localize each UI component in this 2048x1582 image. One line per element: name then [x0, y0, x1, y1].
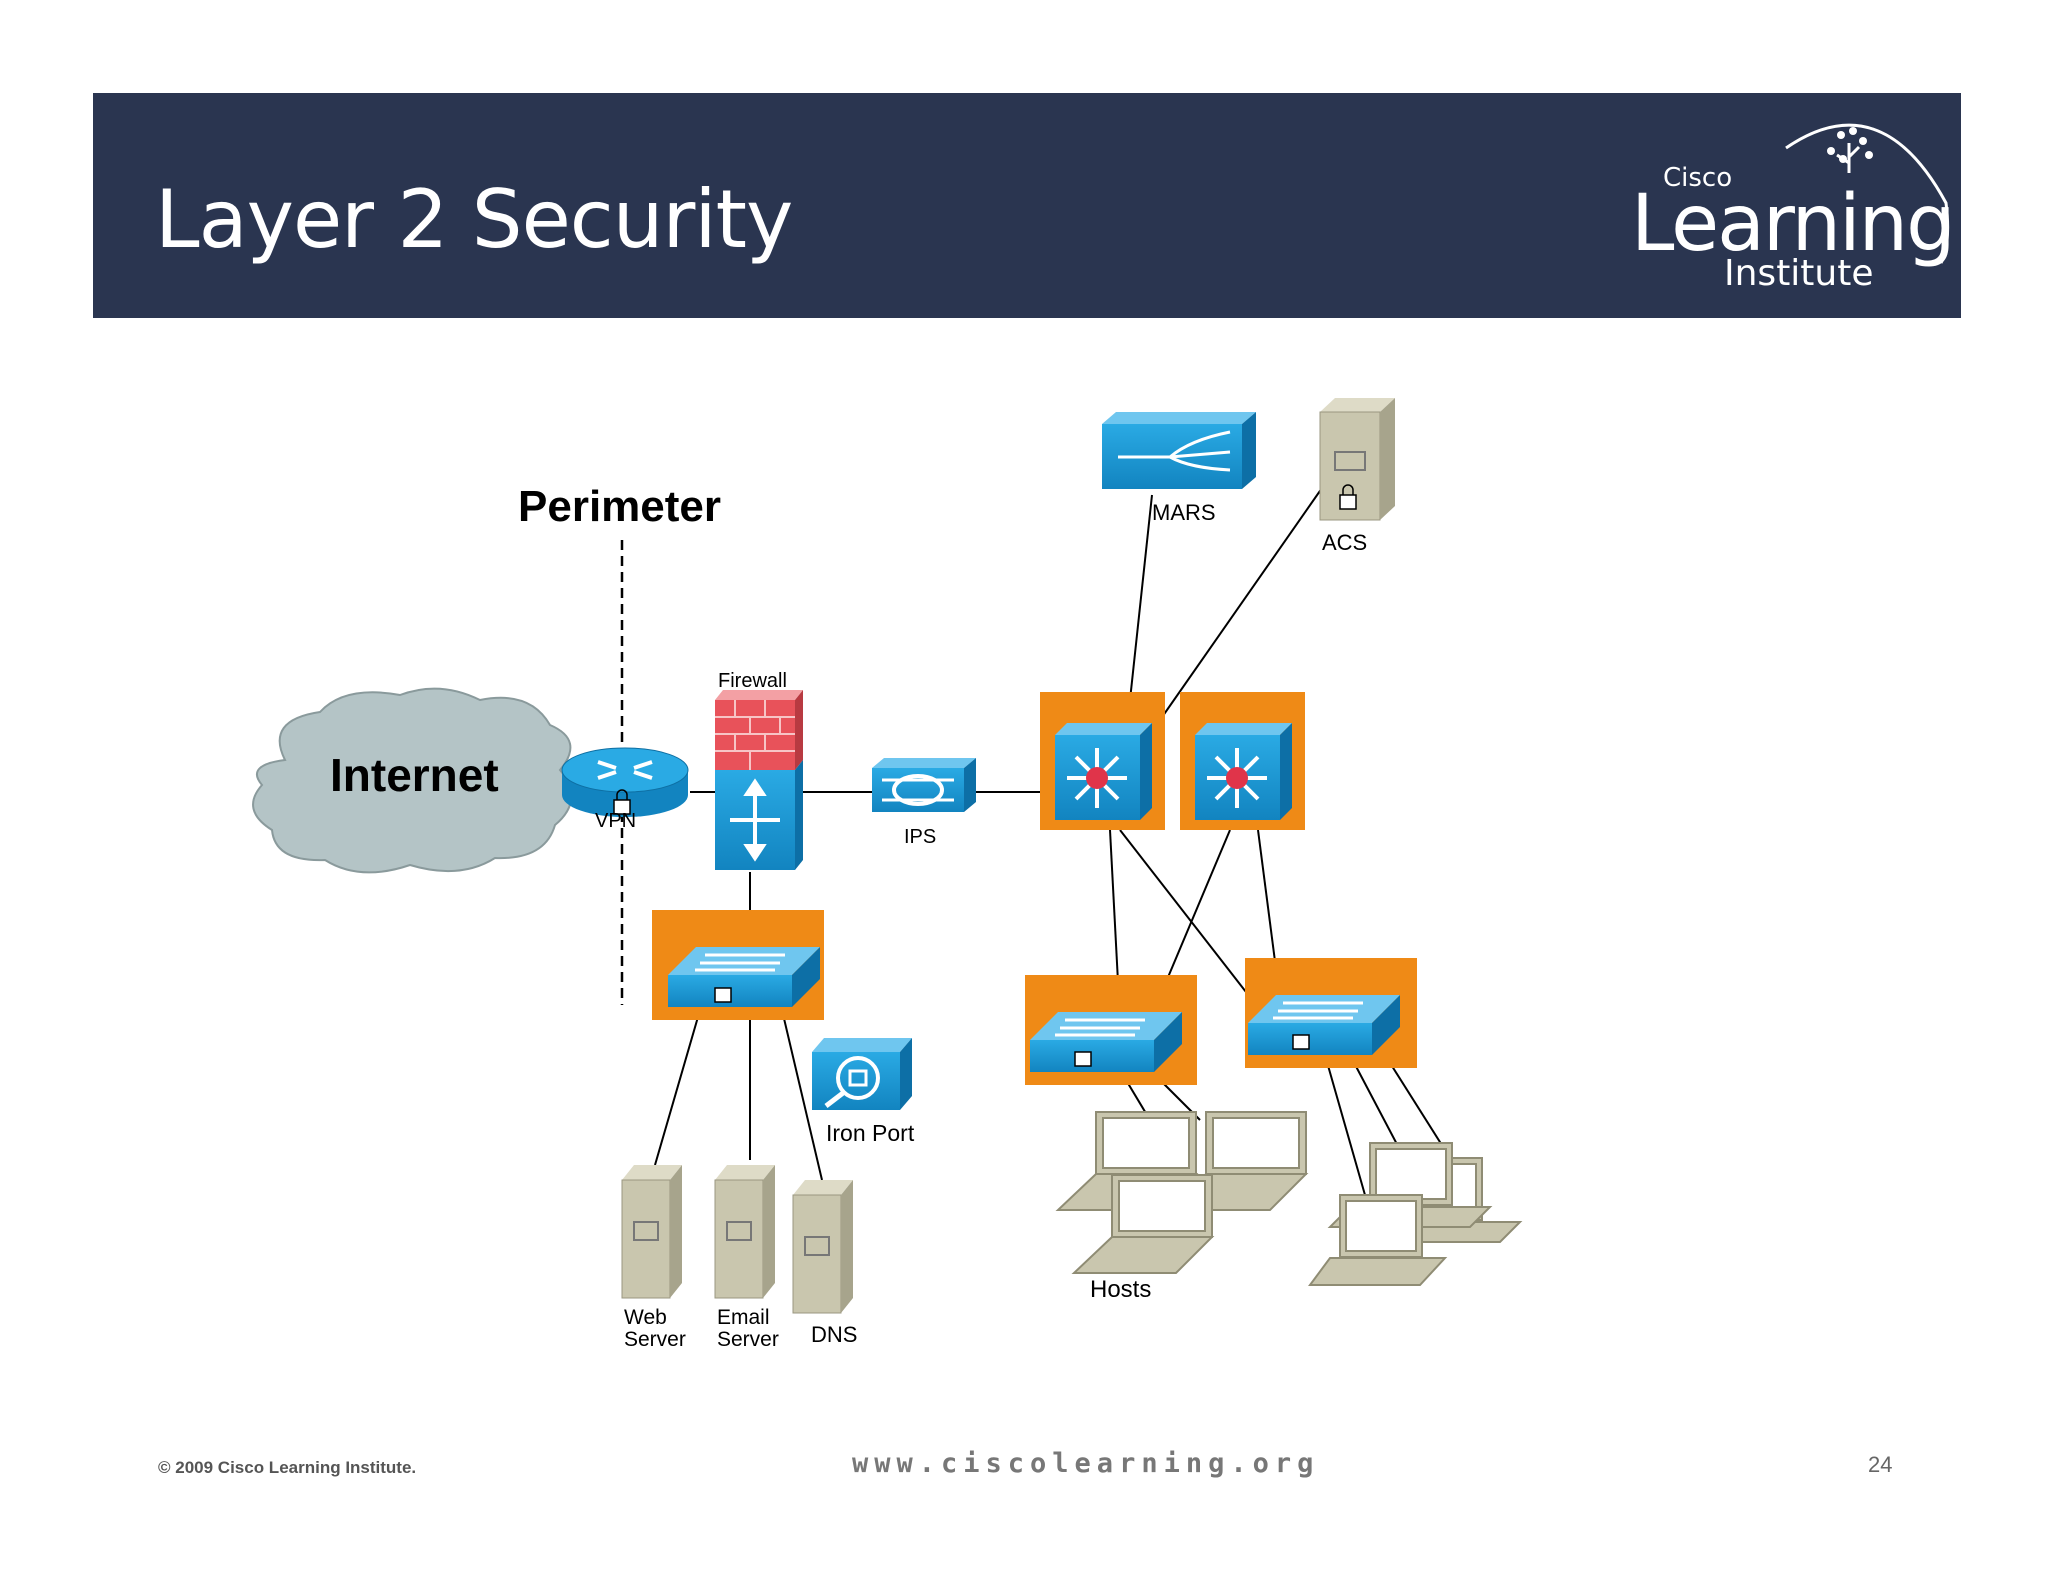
- email-server-icon: [714, 1165, 775, 1299]
- web-server-icon: [621, 1165, 682, 1299]
- ips-label: IPS: [904, 826, 937, 848]
- firewall-icon: [715, 690, 803, 870]
- vpn-label: VPN: [595, 810, 637, 832]
- cisco-learning-institute-logo: Cisco Learning Institute: [1581, 93, 1961, 318]
- distribution-switch-1-icon: [1040, 692, 1165, 830]
- dns-label: DNS: [811, 1322, 858, 1347]
- copyright-text: © 2009 Cisco Learning Institute.: [158, 1458, 417, 1477]
- web-server-label-line1: Web: [624, 1306, 667, 1329]
- internet-cloud-icon: [252, 687, 573, 874]
- internet-label: Internet: [330, 749, 499, 801]
- firewall-label: Firewall: [718, 670, 787, 692]
- logo-cisco-text: Cisco: [1663, 163, 1733, 193]
- acs-label: ACS: [1322, 530, 1368, 555]
- ironport-label: Iron Port: [826, 1120, 915, 1146]
- hosts-label: Hosts: [1090, 1276, 1152, 1303]
- desktop-pc-icons: [1308, 1142, 1523, 1286]
- perimeter-label: Perimeter: [518, 482, 722, 531]
- ips-icon: [872, 758, 976, 812]
- distribution-switch-2-icon: [1180, 692, 1305, 830]
- title-banner: Layer 2 Security Cisco Learning Institut…: [93, 93, 1961, 318]
- access-switch-1-icon: [1025, 975, 1197, 1085]
- logo-institute-text: Institute: [1724, 253, 1874, 294]
- slide-title: Layer 2 Security: [155, 173, 793, 266]
- email-server-label-line2: Server: [717, 1328, 779, 1351]
- dns-server-icon: [792, 1180, 853, 1314]
- vpn-router-icon: [561, 747, 689, 817]
- logo-arc-icon: [1785, 123, 1950, 264]
- mars-icon: [1102, 412, 1256, 489]
- acs-server-icon: [1319, 398, 1395, 521]
- mars-label: MARS: [1152, 500, 1216, 525]
- ironport-icon: [812, 1038, 912, 1110]
- web-server-label-line2: Server: [624, 1328, 686, 1351]
- access-switch-2-icon: [1245, 958, 1417, 1068]
- laptop-icons: [1055, 1111, 1309, 1274]
- email-server-label-line1: Email: [717, 1306, 770, 1329]
- logo-learning-text: Learning: [1631, 179, 1956, 269]
- page-number: 24: [1868, 1452, 1893, 1477]
- dmz-access-switch-icon: [652, 910, 824, 1020]
- website-url: www.ciscolearning.org: [852, 1448, 1320, 1479]
